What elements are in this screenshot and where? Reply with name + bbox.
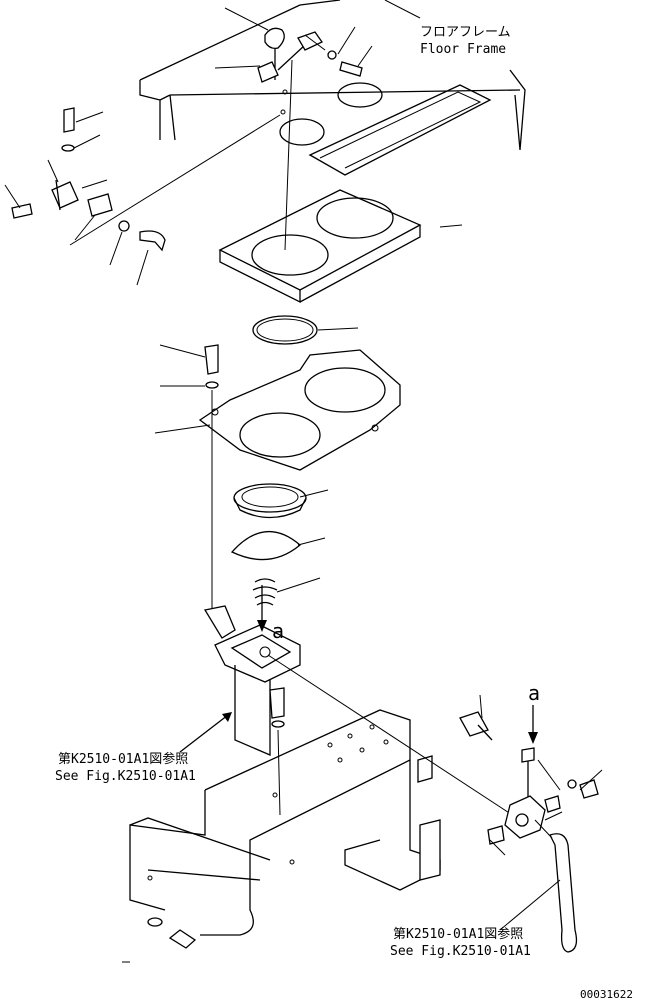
marker-a-top: a xyxy=(272,619,284,643)
reference-right-en: See Fig.K2510-01A1 xyxy=(390,944,531,959)
bolt xyxy=(269,687,285,719)
floor-frame xyxy=(139,0,526,176)
dust-cover xyxy=(230,531,302,561)
reference-left-jp: 第K2510-01A1図参照 xyxy=(58,751,188,767)
bolt xyxy=(168,929,197,949)
right-linkage xyxy=(459,711,599,953)
snap-ring xyxy=(252,315,318,345)
valve-bracket xyxy=(203,605,301,756)
washer xyxy=(147,917,163,927)
reference-left-en: See Fig.K2510-01A1 xyxy=(55,769,196,784)
upper-left-bracket xyxy=(11,107,281,252)
mounting-plate xyxy=(218,189,422,304)
gasket-plate xyxy=(198,349,401,471)
floor-frame-label-en: Floor Frame xyxy=(420,42,506,57)
floor-frame-label-jp: フロアフレーム xyxy=(420,25,511,40)
marker-a-right: a xyxy=(528,681,540,705)
drawing-number: 00031622 xyxy=(580,988,633,1001)
reference-arrows xyxy=(179,585,538,753)
leader-lines xyxy=(4,0,603,963)
main-base-frame xyxy=(129,709,441,936)
spring xyxy=(252,578,278,606)
reference-right-jp: 第K2510-01A1図参照 xyxy=(393,926,523,942)
seal-boot xyxy=(233,483,307,519)
lever-knob xyxy=(257,27,363,83)
bolt xyxy=(204,344,219,375)
